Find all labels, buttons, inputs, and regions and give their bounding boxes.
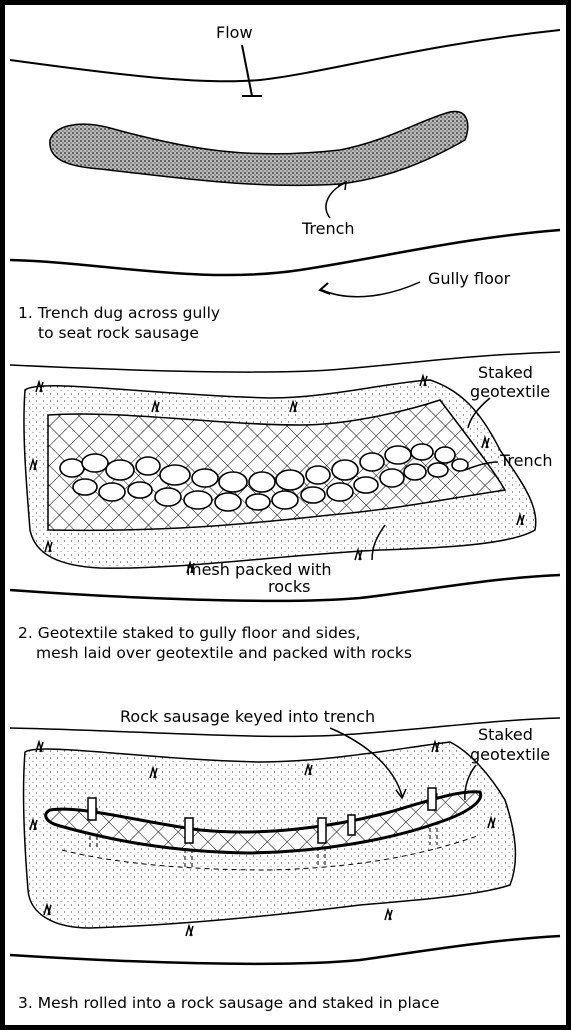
label-keyed: Rock sausage keyed into trench <box>120 707 375 726</box>
gully-floor-pointer <box>322 282 420 297</box>
panel-2: Staked geotextile Trench mesh packed wit… <box>10 352 560 662</box>
label-trench-2: Trench <box>499 451 553 470</box>
caption-1-line-1: 1. Trench dug across gully <box>18 304 220 322</box>
caption-2-line-2: mesh laid over geotextile and packed wit… <box>36 644 412 662</box>
label-staked-3a: Staked <box>478 725 533 744</box>
label-flow: Flow <box>216 23 253 42</box>
caption-3: 3. Mesh rolled into a rock sausage and s… <box>18 994 439 1012</box>
label-trench-1: Trench <box>301 219 355 238</box>
label-staked-2a: Staked <box>478 363 533 382</box>
label-mesh-2b: rocks <box>268 577 310 596</box>
trench-pointer <box>326 183 345 218</box>
caption-1-line-2: to seat rock sausage <box>38 324 199 342</box>
gully-bank-bottom-3 <box>10 936 560 964</box>
panel-1: Flow Trench Gully floor 1. Trench dug ac… <box>10 23 560 342</box>
caption-2-line-1: 2. Geotextile staked to gully floor and … <box>18 624 361 642</box>
label-gully-floor: Gully floor <box>428 269 511 288</box>
label-staked-2b: geotextile <box>470 382 550 401</box>
flow-arrow <box>242 45 262 96</box>
panel-3: Rock sausage keyed into trench Staked ge… <box>10 707 560 1012</box>
trench-shape <box>50 111 468 185</box>
label-staked-3b: geotextile <box>470 745 550 764</box>
gully-bank-top-1 <box>10 30 560 81</box>
